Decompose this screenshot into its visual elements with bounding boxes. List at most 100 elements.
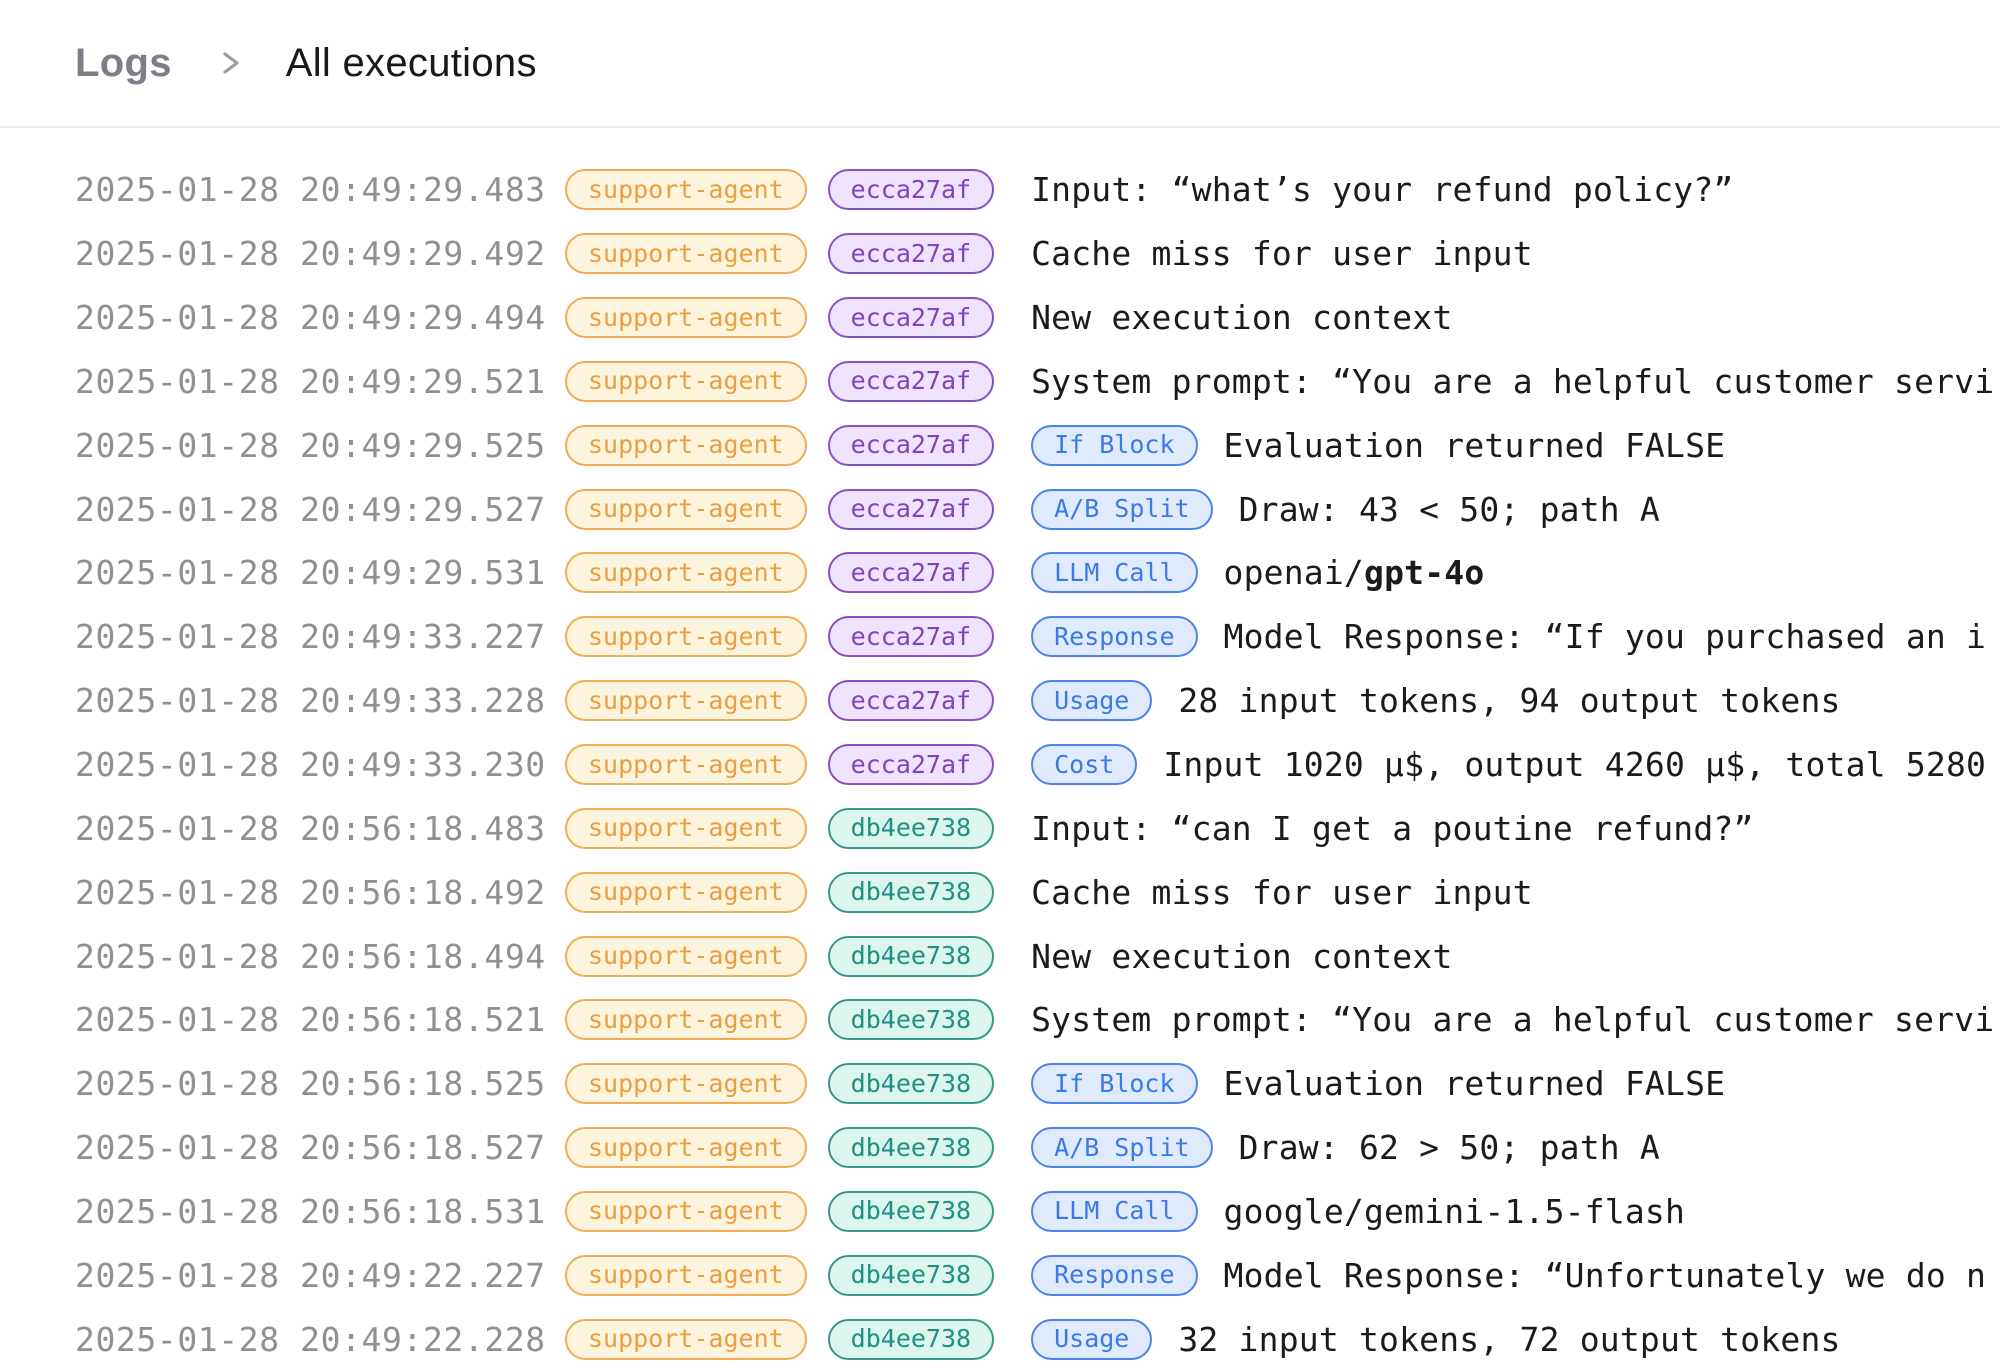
- agent-badge[interactable]: support-agent: [565, 1254, 807, 1296]
- execution-id-badge[interactable]: ecca27af: [827, 360, 995, 402]
- log-row[interactable]: 2025-01-28 20:49:29.483 support-agent ec…: [0, 158, 2000, 222]
- event-type-badge[interactable]: If Block: [1031, 1063, 1198, 1105]
- agent-badge[interactable]: support-agent: [565, 999, 807, 1041]
- agent-badge[interactable]: support-agent: [565, 744, 807, 786]
- log-row[interactable]: 2025-01-28 20:49:33.230 support-agent ec…: [0, 733, 2000, 797]
- log-message: Model Response: “If you purchased an i: [1224, 617, 1987, 656]
- log-row[interactable]: 2025-01-28 20:49:33.228 support-agent ec…: [0, 669, 2000, 733]
- agent-badge[interactable]: support-agent: [565, 360, 807, 402]
- log-message-text: Input 1020 μ$, output 4260 μ$, total 528…: [1163, 745, 1987, 785]
- execution-id-badge[interactable]: ecca27af: [827, 488, 995, 530]
- execution-id-badge[interactable]: ecca27af: [827, 616, 995, 658]
- log-message: Input 1020 μ$, output 4260 μ$, total 528…: [1163, 745, 1986, 784]
- log-message-text: Cache miss for user input: [1031, 234, 1533, 274]
- log-row[interactable]: 2025-01-28 20:56:18.521 support-agent db…: [0, 988, 2000, 1052]
- agent-badge[interactable]: support-agent: [565, 680, 807, 722]
- log-row[interactable]: 2025-01-28 20:56:18.531 support-agent db…: [0, 1180, 2000, 1244]
- log-timestamp: 2025-01-28 20:49:33.230: [75, 745, 546, 785]
- log-row[interactable]: 2025-01-28 20:56:18.483 support-agent db…: [0, 796, 2000, 860]
- execution-id-badge[interactable]: db4ee738: [827, 807, 995, 849]
- agent-badge[interactable]: support-agent: [565, 616, 807, 658]
- agent-badge[interactable]: support-agent: [565, 1190, 807, 1232]
- agent-badge[interactable]: support-agent: [565, 488, 807, 530]
- log-message-text: google/gemini-1.5-flash: [1223, 1191, 1686, 1231]
- execution-id-badge[interactable]: ecca27af: [827, 233, 995, 275]
- event-type-badge[interactable]: A/B Split: [1031, 488, 1213, 530]
- execution-id-badge[interactable]: db4ee738: [827, 1063, 995, 1105]
- execution-id-badge[interactable]: db4ee738: [827, 1127, 995, 1169]
- agent-badge[interactable]: support-agent: [565, 297, 807, 339]
- execution-id-badge[interactable]: db4ee738: [827, 999, 995, 1041]
- log-timestamp: 2025-01-28 20:49:29.483: [75, 170, 546, 210]
- execution-id-badge[interactable]: ecca27af: [827, 680, 995, 722]
- execution-id-badge[interactable]: db4ee738: [827, 935, 995, 977]
- log-timestamp: 2025-01-28 20:56:18.521: [75, 1000, 546, 1040]
- log-message: google/gemini-1.5-flash: [1224, 1192, 1686, 1231]
- event-type-badge[interactable]: Cost: [1031, 744, 1138, 786]
- log-message-text: Model Response: “Unfortunately we do n: [1223, 1255, 1987, 1295]
- event-type-badge[interactable]: LLM Call: [1031, 552, 1198, 594]
- log-row[interactable]: 2025-01-28 20:56:18.527 support-agent db…: [0, 1116, 2000, 1180]
- event-type-badge[interactable]: Response: [1031, 616, 1198, 658]
- agent-badge[interactable]: support-agent: [565, 1318, 807, 1360]
- log-message: New execution context: [1031, 298, 1452, 337]
- log-row[interactable]: 2025-01-28 20:49:33.227 support-agent ec…: [0, 605, 2000, 669]
- log-message: System prompt: “You are a helpful custom…: [1031, 362, 1994, 401]
- log-row[interactable]: 2025-01-28 20:49:29.492 support-agent ec…: [0, 222, 2000, 286]
- log-message: Evaluation returned FALSE: [1224, 426, 1726, 465]
- agent-badge[interactable]: support-agent: [565, 1127, 807, 1169]
- execution-id-badge[interactable]: ecca27af: [827, 424, 995, 466]
- execution-id-badge[interactable]: db4ee738: [827, 1190, 995, 1232]
- agent-badge[interactable]: support-agent: [565, 1063, 807, 1105]
- log-row[interactable]: 2025-01-28 20:49:29.525 support-agent ec…: [0, 413, 2000, 477]
- log-row[interactable]: 2025-01-28 20:49:29.527 support-agent ec…: [0, 477, 2000, 541]
- execution-id-badge[interactable]: db4ee738: [827, 1254, 995, 1296]
- agent-badge[interactable]: support-agent: [565, 424, 807, 466]
- breadcrumb-current-page: All executions: [285, 40, 537, 85]
- event-type-badge[interactable]: LLM Call: [1031, 1190, 1198, 1232]
- log-row[interactable]: 2025-01-28 20:56:18.492 support-agent db…: [0, 860, 2000, 924]
- log-message: openai/gpt-4o: [1224, 553, 1485, 592]
- agent-badge[interactable]: support-agent: [565, 935, 807, 977]
- log-row[interactable]: 2025-01-28 20:49:29.521 support-agent ec…: [0, 350, 2000, 414]
- event-type-badge[interactable]: Usage: [1031, 1318, 1153, 1360]
- log-row[interactable]: 2025-01-28 20:49:22.228 support-agent db…: [0, 1307, 2000, 1370]
- log-timestamp: 2025-01-28 20:49:29.525: [75, 425, 546, 465]
- agent-badge[interactable]: support-agent: [565, 807, 807, 849]
- agent-badge[interactable]: support-agent: [565, 871, 807, 913]
- log-row[interactable]: 2025-01-28 20:49:29.494 support-agent ec…: [0, 286, 2000, 350]
- execution-id-badge[interactable]: db4ee738: [827, 1318, 995, 1360]
- log-message: Input: “can I get a poutine refund?”: [1031, 809, 1753, 848]
- log-timestamp: 2025-01-28 20:49:29.521: [75, 361, 546, 401]
- breadcrumb: Logs All executions: [0, 0, 2000, 126]
- log-timestamp: 2025-01-28 20:49:22.228: [75, 1319, 546, 1359]
- execution-id-badge[interactable]: ecca27af: [827, 169, 995, 211]
- log-row[interactable]: 2025-01-28 20:49:22.227 support-agent db…: [0, 1243, 2000, 1307]
- agent-badge[interactable]: support-agent: [565, 233, 807, 275]
- event-type-badge[interactable]: Usage: [1031, 680, 1153, 722]
- log-message-text: System prompt: “You are a helpful custom…: [1031, 361, 1995, 401]
- log-message: Model Response: “Unfortunately we do n: [1224, 1256, 1987, 1295]
- event-type-badge[interactable]: If Block: [1031, 424, 1198, 466]
- execution-id-badge[interactable]: ecca27af: [827, 297, 995, 339]
- event-type-badge[interactable]: Response: [1031, 1254, 1198, 1296]
- event-type-badge[interactable]: A/B Split: [1031, 1127, 1213, 1169]
- agent-badge[interactable]: support-agent: [565, 552, 807, 594]
- log-message-text: 28 input tokens, 94 output tokens: [1178, 681, 1841, 721]
- log-row[interactable]: 2025-01-28 20:56:18.494 support-agent db…: [0, 924, 2000, 988]
- log-timestamp: 2025-01-28 20:49:29.492: [75, 234, 546, 274]
- log-message: Cache miss for user input: [1031, 234, 1533, 273]
- log-message-text: Input: “can I get a poutine refund?”: [1031, 808, 1754, 848]
- breadcrumb-logs-link[interactable]: Logs: [75, 40, 172, 85]
- execution-id-badge[interactable]: ecca27af: [827, 552, 995, 594]
- execution-id-badge[interactable]: db4ee738: [827, 871, 995, 913]
- log-row[interactable]: 2025-01-28 20:56:18.525 support-agent db…: [0, 1052, 2000, 1116]
- log-message-text: Input: “what’s your refund policy?”: [1031, 170, 1734, 210]
- execution-id-badge[interactable]: ecca27af: [827, 744, 995, 786]
- log-message: Evaluation returned FALSE: [1224, 1064, 1726, 1103]
- log-message-text: Draw: 62 > 50; path A: [1238, 1128, 1660, 1168]
- log-timestamp: 2025-01-28 20:49:22.227: [75, 1255, 546, 1295]
- agent-badge[interactable]: support-agent: [565, 169, 807, 211]
- log-message: System prompt: “You are a helpful custom…: [1031, 1000, 1994, 1039]
- log-row[interactable]: 2025-01-28 20:49:29.531 support-agent ec…: [0, 541, 2000, 605]
